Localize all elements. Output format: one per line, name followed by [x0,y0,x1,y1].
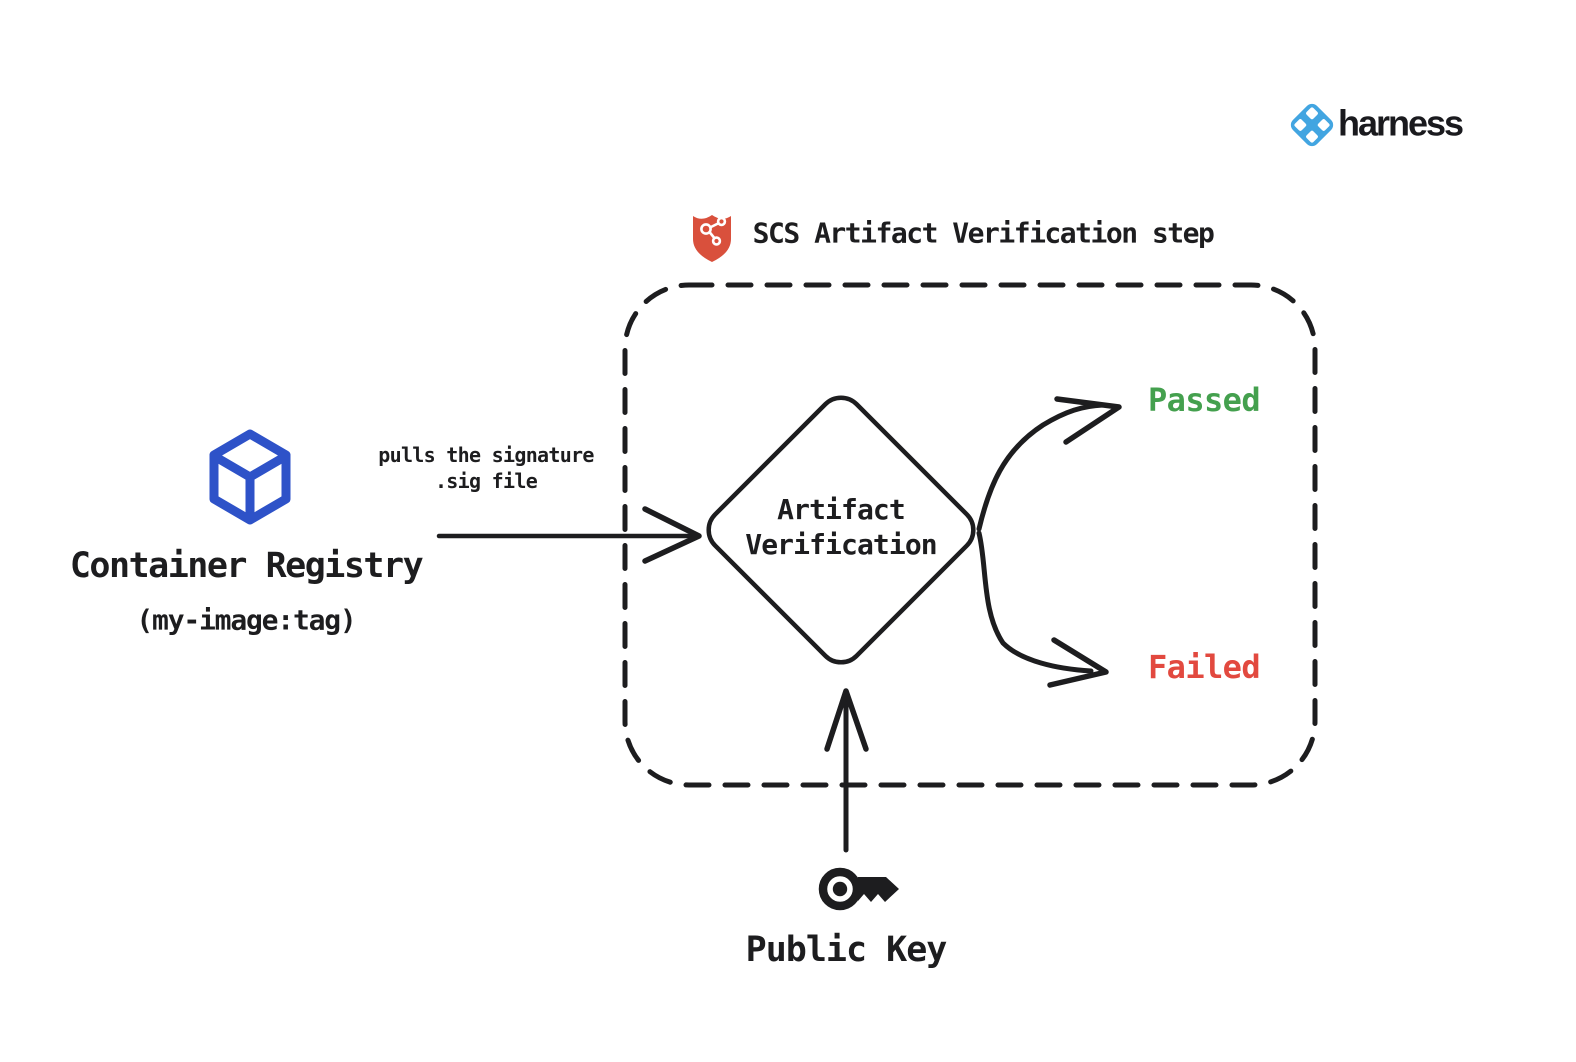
step-dashed-boundary [622,282,1318,788]
cube-icon [209,429,291,525]
public-key-arrow [824,688,869,853]
container-registry-label: Container Registry [69,546,424,586]
harness-logo-text: harness [1338,102,1464,144]
passed-label: Passed [1148,381,1261,419]
decision-label-line2: Verification [745,528,937,561]
passed-arrow [976,396,1122,532]
key-icon [818,867,899,911]
shield-network-icon [693,215,731,262]
pull-arrow-label-line2: .sig file [434,469,538,493]
decision-diamond [706,395,976,665]
container-registry-tag: (my-image:tag) [136,603,356,637]
decision-label: Artifact Verification [745,492,937,562]
pull-arrow-label-line1: pulls the signature [378,443,594,467]
harness-logo-icon [1290,103,1334,147]
pull-arrow [436,506,702,564]
step-title: SCS Artifact Verification step [752,216,1215,250]
public-key-label: Public Key [745,930,948,970]
failed-arrow [976,530,1109,688]
failed-label: Failed [1148,648,1261,686]
decision-label-line1: Artifact [777,493,906,526]
pull-arrow-label: pulls the signature .sig file [378,442,594,494]
